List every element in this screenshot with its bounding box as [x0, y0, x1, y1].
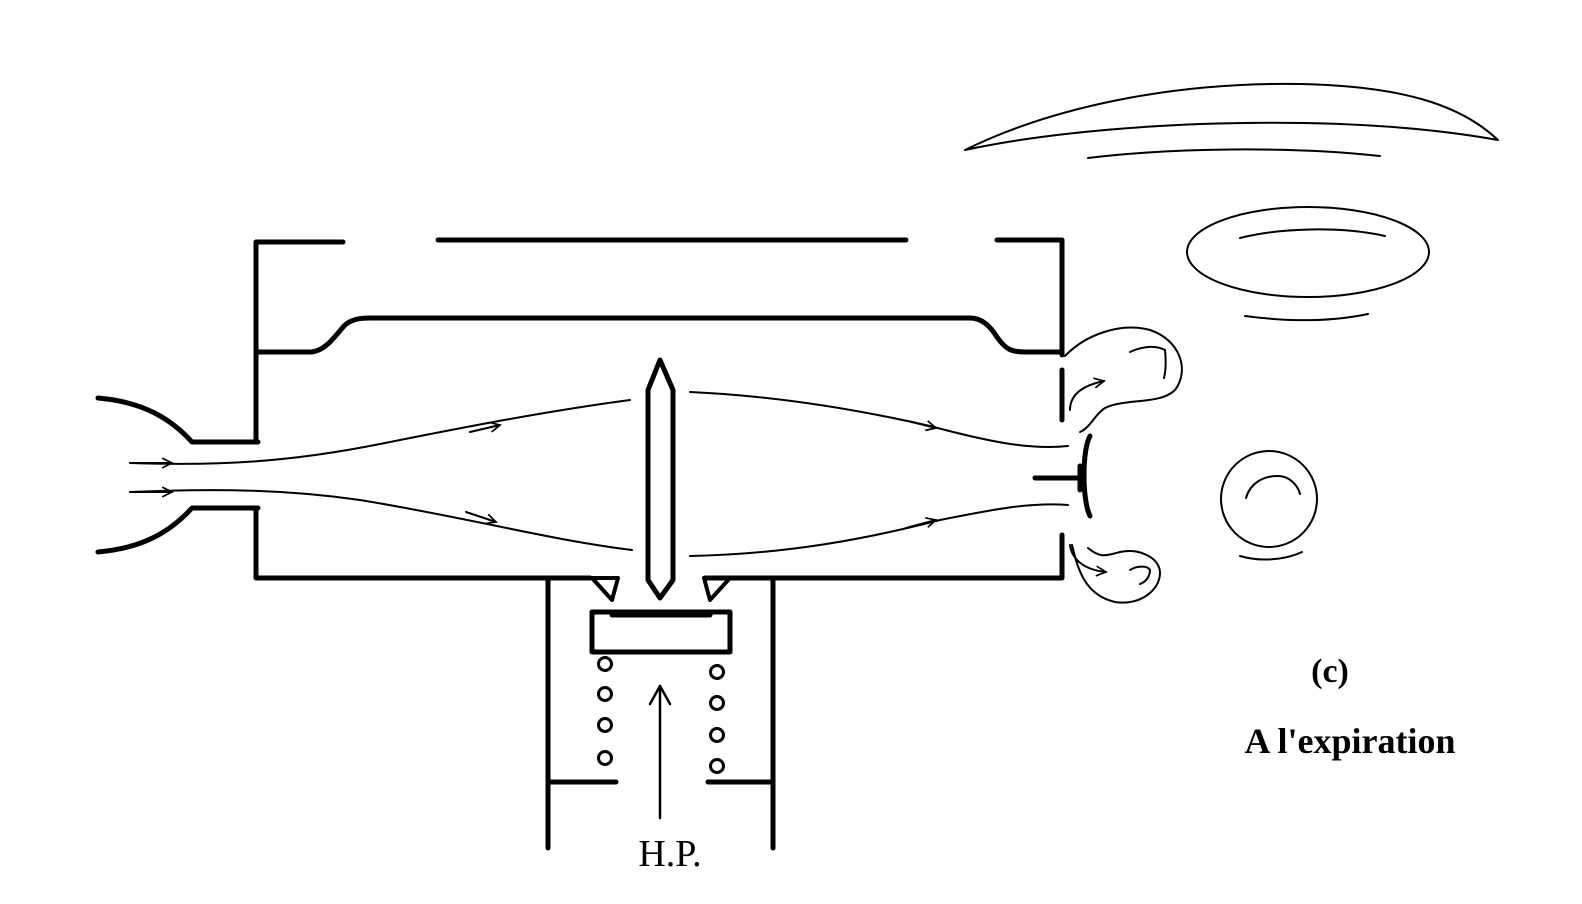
- valve-seat: [590, 576, 732, 602]
- upper-exhaust-bubble: [1064, 326, 1183, 433]
- inner-partition: [253, 315, 1065, 355]
- rising-bubble-large: [964, 82, 1499, 159]
- hp-label: H.P.: [638, 833, 702, 875]
- exhaust-flow: [1069, 377, 1108, 577]
- spring-coils: [597, 656, 725, 774]
- piston-plate: [589, 609, 733, 655]
- rising-bubble-small: [1220, 450, 1318, 561]
- outer-housing: [253, 237, 1065, 581]
- phase-caption: A l'expiration: [1244, 721, 1456, 761]
- central-needle: [645, 357, 676, 601]
- lower-cylinder: [545, 575, 776, 851]
- panel-label: (c): [1311, 653, 1349, 690]
- flow-streamlines: [129, 391, 1069, 557]
- inlet-mouthpiece: [95, 395, 261, 555]
- exhaust-diaphragm: [1032, 433, 1093, 519]
- rising-bubble-medium: [1186, 206, 1430, 322]
- hp-arrow: [648, 684, 672, 820]
- lower-exhaust-bubble: [1071, 544, 1161, 604]
